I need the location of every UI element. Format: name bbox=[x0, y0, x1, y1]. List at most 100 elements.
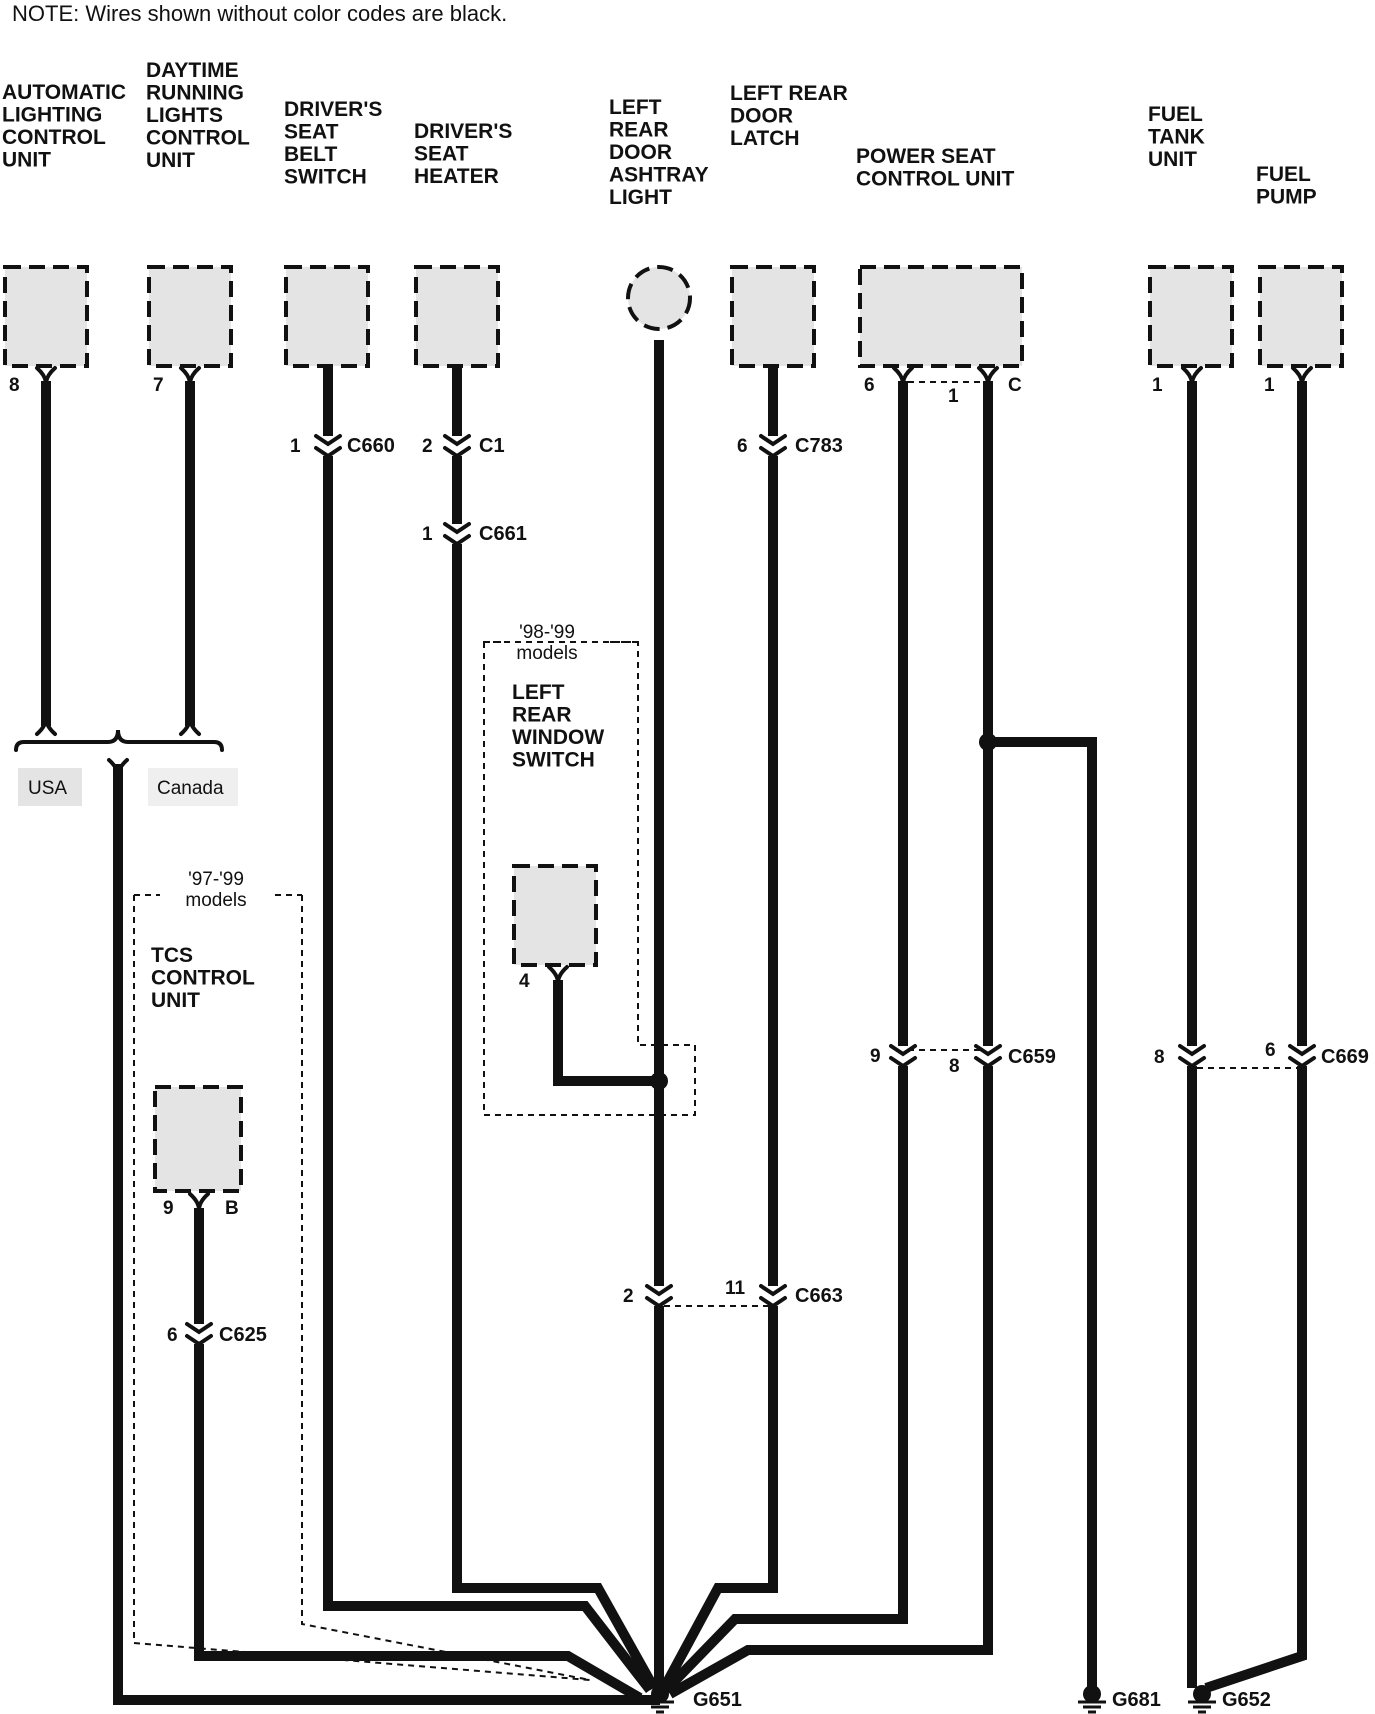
pin-fork-fuel-pump bbox=[1291, 366, 1313, 385]
connector-c659-8 bbox=[974, 1044, 1002, 1069]
inline-connectors bbox=[185, 434, 1316, 1347]
connector-c669-6 bbox=[1288, 1044, 1316, 1069]
connector-c660 bbox=[314, 434, 342, 459]
connector-c783 bbox=[759, 434, 787, 459]
tcs-pin-9: 9 bbox=[163, 1198, 174, 1219]
pin-fork-auto-lighting bbox=[35, 366, 57, 385]
usa-variant-badge bbox=[18, 768, 82, 806]
g681-label: G681 bbox=[1112, 1689, 1161, 1711]
ashtray-light-bulb bbox=[626, 265, 692, 331]
tcs-pin-b: B bbox=[225, 1198, 239, 1219]
wire-power-seat-6 bbox=[662, 381, 908, 1694]
c669-pin-8: 8 bbox=[1154, 1047, 1165, 1068]
pin-fork-power-seat-1 bbox=[977, 366, 999, 385]
auto-lighting-pin: 8 bbox=[9, 375, 20, 396]
ashtray-splice bbox=[650, 1072, 668, 1090]
grounds bbox=[646, 1685, 1216, 1714]
power-seat-pin-1: 1 bbox=[948, 386, 959, 407]
c661-label: C661 bbox=[479, 523, 527, 545]
window-switch-pin: 4 bbox=[519, 971, 530, 992]
canada-label: Canada bbox=[157, 778, 224, 799]
ground-symbol-g652 bbox=[1188, 1685, 1216, 1714]
auto-lighting-unit-box bbox=[3, 265, 89, 368]
wire-seat-heater bbox=[452, 366, 659, 1691]
pin-fork-common-top bbox=[107, 758, 129, 777]
drl-unit-box bbox=[147, 265, 233, 368]
tcs-unit-box bbox=[153, 1085, 243, 1193]
pin-fork-drl-end bbox=[179, 717, 201, 736]
c1-pin: 2 bbox=[422, 436, 433, 457]
c783-label: C783 bbox=[795, 435, 843, 457]
c660-label: C660 bbox=[347, 435, 395, 457]
ground-symbol-g651 bbox=[646, 1685, 674, 1714]
connector-c661 bbox=[443, 522, 471, 547]
drl-pin: 7 bbox=[153, 375, 164, 396]
wire-tcs bbox=[194, 1208, 643, 1703]
fuel-tank-unit-box bbox=[1148, 265, 1234, 368]
wire-g681 bbox=[988, 737, 1097, 1688]
pin-fork-tcs bbox=[188, 1192, 210, 1211]
c1-label: C1 bbox=[479, 435, 505, 457]
wires bbox=[41, 340, 1307, 1705]
c663-label: C663 bbox=[795, 1285, 843, 1307]
g652-label: G652 bbox=[1222, 1689, 1271, 1711]
door-latch-box bbox=[730, 265, 816, 368]
pin-fork-power-seat-6 bbox=[892, 366, 914, 385]
wire-common-usa-canada bbox=[113, 764, 660, 1705]
connector-c625 bbox=[185, 1322, 213, 1347]
note-text: NOTE: Wires shown without color codes ar… bbox=[12, 1, 507, 26]
c660-pin: 1 bbox=[290, 436, 301, 457]
fuel-pump-pin: 1 bbox=[1264, 375, 1275, 396]
c659-pin-8: 8 bbox=[949, 1056, 960, 1077]
g651-label: G651 bbox=[693, 1689, 742, 1711]
power-seat-unit-box bbox=[858, 265, 1024, 368]
wire-power-seat-1 bbox=[667, 381, 993, 1699]
c669-label: C669 bbox=[1321, 1046, 1369, 1068]
wire-seat-belt bbox=[323, 366, 654, 1694]
c625-label: C625 bbox=[219, 1324, 267, 1346]
power-seat-pin-c: C bbox=[1008, 375, 1022, 396]
c663-pin-2: 2 bbox=[623, 1286, 634, 1307]
pin-forks bbox=[35, 366, 1313, 1211]
canada-variant-badge bbox=[148, 768, 238, 806]
seat-belt-switch-box bbox=[284, 265, 370, 368]
pin-fork-fuel-tank bbox=[1181, 366, 1203, 385]
c661-pin: 1 bbox=[422, 524, 433, 545]
fuel-tank-pin: 1 bbox=[1152, 375, 1163, 396]
wire-fuel-pump bbox=[1204, 381, 1307, 1693]
connector-c663-2 bbox=[645, 1284, 673, 1309]
connector-c669-8 bbox=[1178, 1044, 1206, 1069]
tcs-model-boundary bbox=[133, 895, 591, 1681]
c783-pin: 6 bbox=[737, 436, 748, 457]
power-seat-pin-6: 6 bbox=[864, 375, 875, 396]
wire-window-switch bbox=[553, 980, 659, 1086]
pin-fork-auto-lighting-end bbox=[35, 717, 57, 736]
power-seat-splice bbox=[979, 733, 997, 751]
ground-symbol-g681 bbox=[1078, 1685, 1106, 1714]
c625-pin: 6 bbox=[167, 1325, 178, 1346]
window-switch-box bbox=[512, 864, 598, 967]
c659-label: C659 bbox=[1008, 1046, 1056, 1068]
wire-door-latch bbox=[659, 366, 778, 1691]
usa-canada-bracket bbox=[14, 729, 224, 752]
pin-fork-drl bbox=[179, 366, 201, 385]
usa-label: USA bbox=[28, 778, 67, 799]
connector-c1 bbox=[443, 434, 471, 459]
pin-fork-window-switch bbox=[547, 965, 569, 984]
seat-heater-box bbox=[414, 265, 500, 368]
connector-c663-11 bbox=[759, 1284, 787, 1309]
